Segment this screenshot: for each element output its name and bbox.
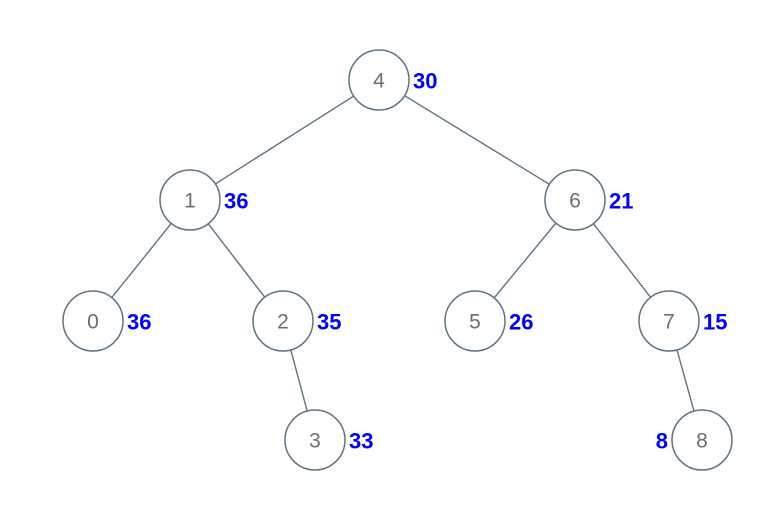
node-id-label: 1 [184, 190, 196, 213]
node-value-label: 36 [127, 310, 151, 335]
edges-group [111, 95, 695, 412]
node-circle[interactable] [348, 49, 410, 111]
tree-node-2[interactable]: 2 35 [252, 290, 341, 352]
node-circle[interactable] [284, 409, 346, 471]
node-value-label: 26 [509, 310, 533, 335]
node-circle[interactable] [159, 169, 221, 231]
node-id-label: 3 [309, 430, 321, 453]
node-id-label: 4 [373, 70, 385, 93]
node-id-label: 0 [87, 311, 99, 334]
tree-edge [290, 349, 308, 412]
tree-node-8[interactable]: 88 [656, 409, 733, 471]
node-circle[interactable] [252, 290, 314, 352]
node-id-label: 8 [696, 430, 708, 453]
tree-edge [676, 349, 695, 412]
tree-node-0[interactable]: 0 36 [62, 290, 151, 352]
node-id-label: 7 [663, 311, 675, 334]
node-circle[interactable] [444, 290, 506, 352]
node-id-label: 2 [277, 311, 289, 334]
tree-edge [592, 223, 652, 298]
node-value-label: 33 [349, 429, 373, 454]
node-value-label: 21 [609, 189, 633, 214]
node-value-label: 8 [656, 429, 668, 454]
node-circle[interactable] [62, 290, 124, 352]
tree-node-5[interactable]: 5 26 [444, 290, 533, 352]
node-value-label: 36 [224, 189, 248, 214]
node-id-label: 6 [569, 190, 581, 213]
node-circle[interactable] [638, 290, 700, 352]
tree-edge [111, 222, 172, 299]
node-value-label: 35 [317, 310, 341, 335]
tree-edge [214, 95, 355, 185]
tree-node-1[interactable]: 1 36 [159, 169, 248, 231]
tree-node-7[interactable]: 7 15 [638, 290, 727, 352]
tree-node-4[interactable]: 4 30 [348, 49, 437, 111]
tree-node-6[interactable]: 6 21 [544, 169, 633, 231]
node-value-label: 15 [703, 310, 727, 335]
tree-edge [404, 95, 550, 185]
node-value-label: 30 [413, 69, 437, 94]
tree-edge [207, 223, 266, 298]
node-circle[interactable] [671, 409, 733, 471]
tree-edge [493, 222, 557, 299]
node-id-label: 5 [469, 311, 481, 334]
node-circle[interactable] [544, 169, 606, 231]
